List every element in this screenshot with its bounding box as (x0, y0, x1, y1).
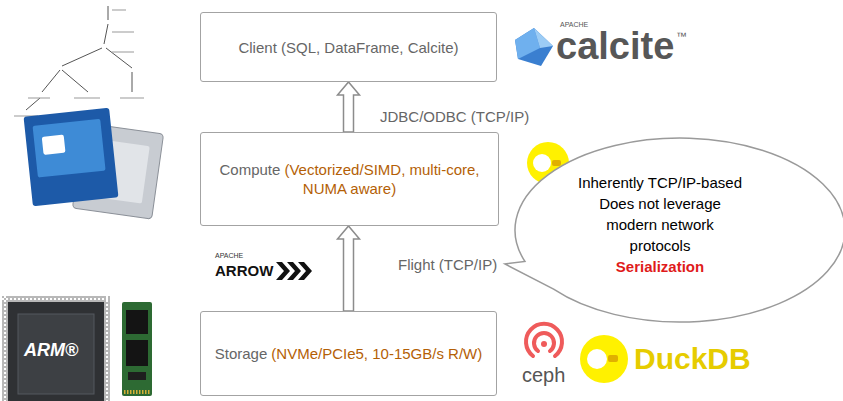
ceph-ring (534, 333, 554, 351)
calcite-logo-icon (515, 28, 553, 66)
bubble-text: Inherently TCP/IP-based Does not leverag… (575, 172, 745, 277)
tree-note (120, 98, 144, 99)
logo-text: ™ (676, 30, 687, 42)
box-text: Compute(Vectorized/SIMD, multi-core, NUM… (201, 160, 498, 198)
callout-emphasis: Serialization (575, 256, 745, 277)
chip-die (18, 314, 94, 394)
block-arrow (338, 82, 360, 132)
chevron (287, 262, 301, 280)
duck-beak (608, 355, 618, 362)
tree-note (112, 32, 134, 33)
tree-edge (26, 98, 40, 110)
tree-edge (104, 24, 108, 44)
arm-chip-illustration (2, 296, 110, 401)
layer-box: Client (SQL, DataFrame, Calcite) (200, 12, 497, 82)
chip-pin-gaps (4, 296, 6, 401)
intel-cpu-illustration (24, 108, 164, 219)
nvme-ssd-illustration (122, 302, 152, 396)
logo-text: APACHE (215, 252, 243, 260)
chevron (276, 262, 290, 280)
chevron (298, 262, 312, 280)
duck-head (587, 349, 607, 369)
duck-circle (580, 335, 628, 383)
logo-text: calcite (556, 26, 674, 68)
arrow-logo-chevrons (276, 262, 312, 280)
protocol-label: Flight (TCP/IP) (398, 255, 497, 274)
logo-text: ARROW (215, 263, 273, 280)
protocol-label: JDBC/ODBC (TCP/IP) (380, 107, 529, 126)
layer-name: Client (SQL, DataFrame, Calcite) (238, 39, 458, 56)
ceph-dot (541, 341, 547, 347)
logo-text: ARM® (24, 341, 78, 361)
layer-box: Storage(NVMe/PCIe5, 10-15GB/s R/W) (200, 311, 497, 396)
tree-note (112, 52, 134, 53)
logo-text: ceph (522, 364, 565, 386)
callout-text: Inherently TCP/IP-based Does not leverag… (575, 172, 745, 256)
layer-name: Storage (215, 345, 268, 362)
ssd-chip (128, 372, 146, 380)
box-text: Storage(NVMe/PCIe5, 10-15GB/s R/W) (209, 344, 488, 363)
chip-pin-gaps (2, 298, 110, 300)
bubble-shape (505, 138, 843, 322)
layer-box: Compute(Vectorized/SIMD, multi-core, NUM… (200, 132, 499, 226)
tree-note (28, 98, 50, 99)
chip-pin-gaps (106, 296, 108, 401)
layer-detail: (NVMe/PCIe5, 10-15GB/s R/W) (271, 345, 482, 362)
tree-note (74, 98, 100, 99)
cpu-logo-patch (42, 135, 66, 155)
ssd-contacts (124, 390, 150, 394)
duckdb-logo-icon (580, 335, 628, 383)
ssd-chip (126, 310, 148, 334)
duck-head (533, 154, 551, 172)
tree-edge (132, 72, 133, 92)
tree-edge (62, 70, 88, 92)
cpu-box (24, 108, 119, 206)
query-plan-tree (14, 6, 144, 116)
tree-edge (106, 48, 132, 68)
tree-edge (108, 6, 109, 20)
ssd-chip (126, 340, 148, 366)
logo-text: DuckDB (634, 342, 751, 375)
chip-pins (2, 296, 110, 401)
ceph-ring (526, 324, 562, 356)
cpu-box-panel (33, 119, 106, 178)
crystal (515, 28, 553, 66)
chip-body (8, 302, 104, 401)
speech-bubble: Inherently TCP/IP-based Does not leverag… (500, 130, 843, 330)
tree-note (112, 10, 126, 11)
ssd-board (122, 302, 152, 396)
layer-name: Compute (220, 161, 281, 178)
ceph-logo-icon (526, 324, 562, 356)
layer-detail: (Vectorized/SIMD, multi-core, NUMA aware… (284, 161, 479, 197)
duck-beak (552, 160, 561, 166)
tree-edge (42, 70, 60, 92)
block-arrow (338, 226, 360, 311)
tree-edge (62, 48, 102, 66)
crystal-facet (534, 28, 553, 48)
box-text: Client (SQL, DataFrame, Calcite) (232, 38, 464, 57)
